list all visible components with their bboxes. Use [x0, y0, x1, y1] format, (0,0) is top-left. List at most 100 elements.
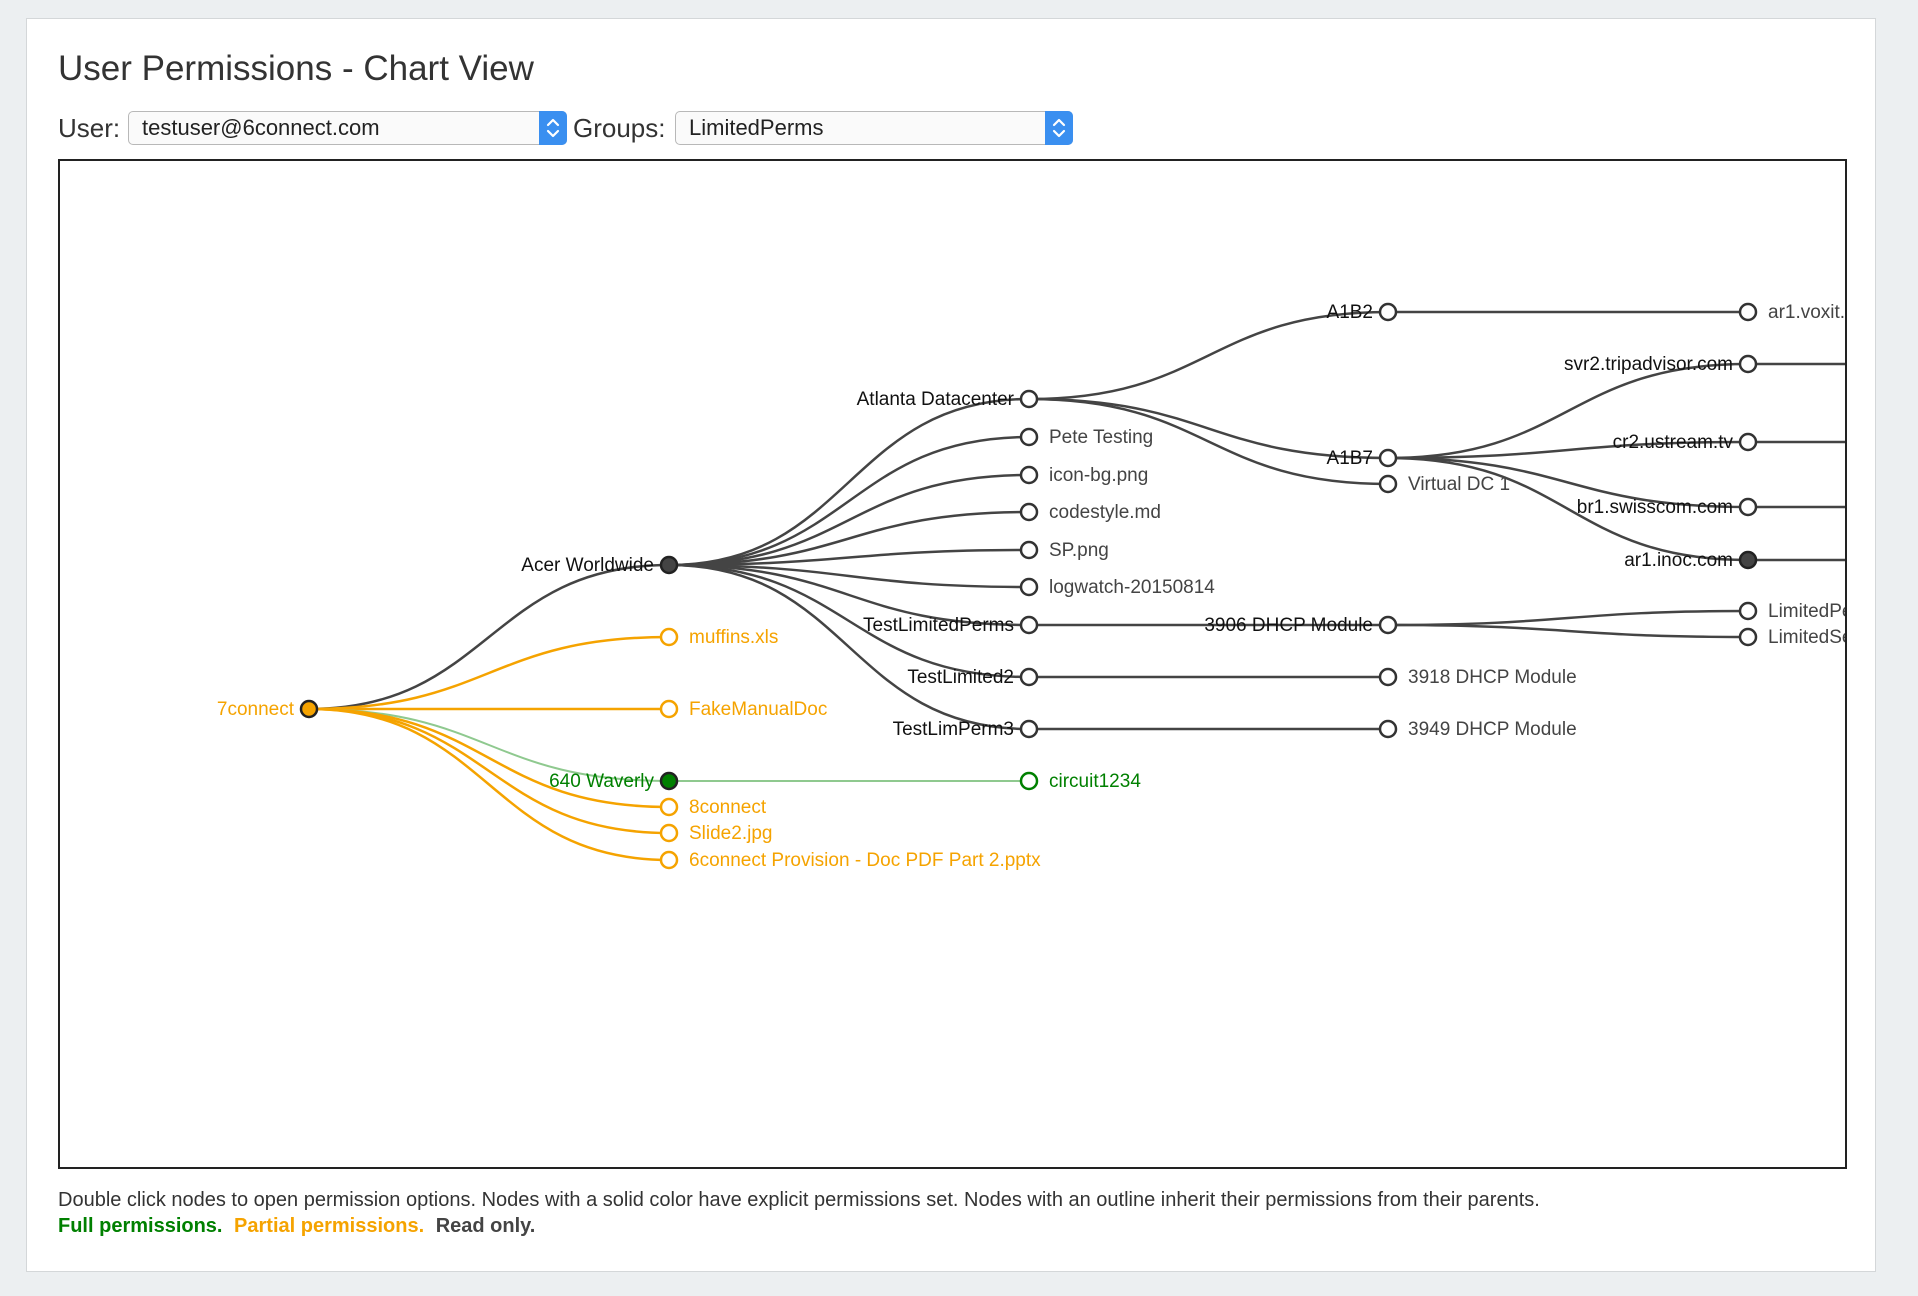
tree-link	[1387, 440, 1749, 460]
tree-node-7connect[interactable]: 7connect	[217, 699, 319, 720]
tree-node-dhcp3906[interactable]: 3906 DHCP Module	[1204, 615, 1398, 636]
tree-link	[668, 510, 1030, 567]
tree-node-a1b7[interactable]: A1B7	[1327, 448, 1398, 469]
tree-node-640waverly[interactable]: 640 Waverly	[549, 771, 679, 792]
tree-link	[308, 708, 670, 782]
tree-link	[308, 707, 670, 809]
tree-node-testlimperm3[interactable]: TestLimPerm3	[893, 719, 1039, 740]
node-circle[interactable]	[1738, 601, 1758, 621]
node-label: 3949 DHCP Module	[1408, 719, 1577, 740]
node-circle[interactable]	[1738, 550, 1758, 570]
node-circle[interactable]	[1019, 615, 1039, 635]
node-label: LimitedSe	[1768, 627, 1845, 648]
tree-node-dhcp3949[interactable]: 3949 DHCP Module	[1378, 719, 1577, 740]
tree-node-cr2ustream[interactable]: cr2.ustream.tv	[1613, 432, 1758, 453]
tree-link	[308, 707, 670, 862]
node-circle[interactable]	[659, 627, 679, 647]
select-arrows-icon[interactable]	[539, 111, 567, 145]
node-circle[interactable]	[659, 699, 679, 719]
node-label: Atlanta Datacenter	[857, 389, 1015, 410]
tree-node-ar1inoc[interactable]: ar1.inoc.com	[1624, 550, 1758, 571]
node-circle[interactable]	[1378, 719, 1398, 739]
tree-node-ar1voxit[interactable]: ar1.voxit.	[1738, 302, 1845, 323]
tree-node-codestyle[interactable]: codestyle.md	[1019, 502, 1161, 523]
node-label: 8connect	[689, 797, 767, 818]
node-circle[interactable]	[1378, 448, 1398, 468]
node-label: cr2.ustream.tv	[1613, 432, 1734, 453]
tree-link	[1387, 456, 1749, 562]
tree-node-iconbg[interactable]: icon-bg.png	[1019, 465, 1148, 486]
tree-canvas[interactable]: 7connect Acer Worldwide muffins.xlsFakeMan…	[60, 161, 1845, 1167]
user-select[interactable]: testuser@6connect.com	[128, 111, 567, 145]
tree-link	[668, 563, 1030, 589]
node-circle[interactable]	[659, 555, 679, 575]
tree-link	[1387, 456, 1749, 509]
node-circle[interactable]	[1738, 627, 1758, 647]
tree-link	[308, 707, 670, 835]
tree-link	[668, 397, 1030, 567]
tree-node-muffins[interactable]: muffins.xls	[659, 627, 778, 648]
tree-node-circuit1234[interactable]: circuit1234	[1019, 771, 1141, 792]
node-circle[interactable]	[1738, 354, 1758, 374]
node-circle[interactable]	[659, 797, 679, 817]
node-label: muffins.xls	[689, 627, 778, 648]
permissions-panel: User Permissions - Chart View User: test…	[26, 18, 1876, 1272]
tree-node-limiteds[interactable]: LimitedSe	[1738, 627, 1845, 648]
tree-node-sppng[interactable]: SP.png	[1019, 540, 1109, 561]
tree-node-svr2trip[interactable]: svr2.tripadvisor.com	[1564, 354, 1758, 375]
node-circle[interactable]	[1019, 502, 1039, 522]
tree-link	[668, 435, 1030, 567]
node-circle[interactable]	[1378, 474, 1398, 494]
tree-node-testlimitedperms[interactable]: TestLimitedPerms	[863, 615, 1039, 636]
tree-node-limitedp[interactable]: LimitedPe	[1738, 601, 1845, 622]
node-circle[interactable]	[1378, 302, 1398, 322]
tree-node-virtualdc1[interactable]: Virtual DC 1	[1378, 474, 1510, 495]
node-circle[interactable]	[1738, 302, 1758, 322]
tree-node-dhcp3918[interactable]: 3918 DHCP Module	[1378, 667, 1577, 688]
node-label: codestyle.md	[1049, 502, 1161, 523]
node-circle[interactable]	[659, 850, 679, 870]
node-label: Pete Testing	[1049, 427, 1153, 448]
node-circle[interactable]	[1738, 497, 1758, 517]
node-label: FakeManualDoc	[689, 699, 827, 720]
node-circle[interactable]	[1019, 465, 1039, 485]
user-label: User:	[58, 113, 121, 143]
tree-node-acer[interactable]: Acer Worldwide	[521, 555, 679, 576]
node-circle[interactable]	[1738, 432, 1758, 452]
node-label: 3918 DHCP Module	[1408, 667, 1577, 688]
node-circle[interactable]	[1019, 427, 1039, 447]
tree-link	[1028, 397, 1389, 460]
groups-label: Groups:	[573, 113, 666, 143]
node-circle[interactable]	[1378, 615, 1398, 635]
node-label: TestLimited2	[907, 667, 1014, 688]
select-arrows-icon[interactable]	[1045, 111, 1073, 145]
node-label: TestLimPerm3	[893, 719, 1014, 740]
tree-node-a1b2[interactable]: A1B2	[1327, 302, 1398, 323]
node-circle[interactable]	[299, 699, 319, 719]
node-label: 640 Waverly	[549, 771, 654, 792]
node-label: A1B2	[1327, 302, 1373, 323]
node-label: SP.png	[1049, 540, 1109, 561]
node-circle[interactable]	[659, 771, 679, 791]
tree-node-provision[interactable]: 6connect Provision - Doc PDF Part 2.pptx	[659, 850, 1041, 871]
node-circle[interactable]	[659, 823, 679, 843]
tree-node-atlanta[interactable]: Atlanta Datacenter	[857, 389, 1039, 410]
node-circle[interactable]	[1019, 540, 1039, 560]
node-circle[interactable]	[1019, 771, 1039, 791]
tree-node-logwatch[interactable]: logwatch-20150814	[1019, 577, 1215, 598]
node-circle[interactable]	[1019, 719, 1039, 739]
tree-node-slide2[interactable]: Slide2.jpg	[659, 823, 772, 844]
node-circle[interactable]	[1019, 577, 1039, 597]
node-label: 7connect	[217, 699, 295, 720]
groups-select[interactable]: LimitedPerms	[675, 111, 1073, 145]
tree-node-pete[interactable]: Pete Testing	[1019, 427, 1153, 448]
tree-node-8connect[interactable]: 8connect	[659, 797, 767, 818]
node-circle[interactable]	[1019, 389, 1039, 409]
tree-node-testlimited2[interactable]: TestLimited2	[907, 667, 1039, 688]
tree-link	[308, 563, 670, 711]
node-circle[interactable]	[1019, 667, 1039, 687]
node-circle[interactable]	[1378, 667, 1398, 687]
tree-node-br1swisscom[interactable]: br1.swisscom.com	[1577, 497, 1758, 518]
tree-node-fakemanual[interactable]: FakeManualDoc	[659, 699, 827, 720]
